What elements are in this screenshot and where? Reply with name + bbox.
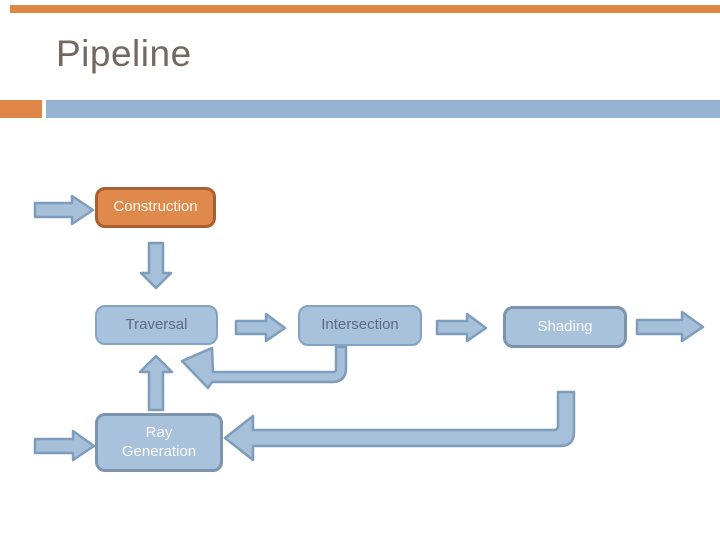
arrow-construction-to-traversal xyxy=(139,241,173,290)
title-underline-blue-bar xyxy=(46,100,720,118)
node-construction: Construction xyxy=(95,187,216,228)
node-traversal-label: Traversal xyxy=(125,315,188,333)
node-shading: Shading xyxy=(503,306,627,348)
slide-title: Pipeline xyxy=(56,33,192,74)
title-underline-orange-block xyxy=(0,100,42,118)
arrow-out-of-shading xyxy=(635,310,705,343)
arrow-into-raygeneration xyxy=(33,429,96,462)
node-intersection: Intersection xyxy=(298,305,422,346)
node-ray-generation: Ray Generation xyxy=(95,413,223,472)
arrow-into-construction xyxy=(33,194,95,226)
node-traversal: Traversal xyxy=(95,305,218,345)
node-intersection-label: Intersection xyxy=(321,316,399,334)
node-shading-label: Shading xyxy=(537,317,593,335)
top-accent-strip xyxy=(10,5,720,13)
arrow-feedback-intersection-to-traversal xyxy=(180,345,348,390)
node-construction-label: Construction xyxy=(113,198,198,216)
arrow-feedback-shading-to-raygeneration xyxy=(223,390,576,462)
arrow-traversal-to-intersection xyxy=(234,312,287,343)
arrow-raygeneration-to-traversal xyxy=(138,354,174,412)
arrow-intersection-to-shading xyxy=(435,312,488,343)
node-ray-generation-label: Ray Generation xyxy=(121,423,197,460)
